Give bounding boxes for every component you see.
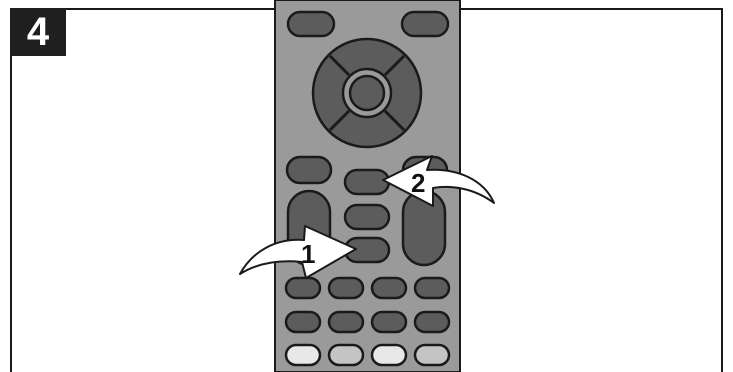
middle-center-button[interactable] — [345, 205, 389, 229]
callout-1-label: 1 — [301, 239, 315, 269]
row3-button[interactable] — [286, 345, 320, 365]
upper-center-button[interactable] — [345, 170, 389, 194]
row2-button[interactable] — [372, 312, 406, 332]
top-right-button[interactable] — [402, 12, 448, 36]
dpad-icon[interactable] — [313, 39, 421, 147]
row1-button[interactable] — [372, 278, 406, 298]
row1-button[interactable] — [415, 278, 449, 298]
row3-button[interactable] — [372, 345, 406, 365]
row1-button[interactable] — [329, 278, 363, 298]
top-left-button[interactable] — [288, 12, 334, 36]
row2-button[interactable] — [415, 312, 449, 332]
row2-button[interactable] — [286, 312, 320, 332]
callout-2-label: 2 — [411, 168, 425, 198]
row2-button[interactable] — [329, 312, 363, 332]
left-pill-button[interactable] — [287, 157, 331, 183]
row3-button[interactable] — [329, 345, 363, 365]
row1-button[interactable] — [286, 278, 320, 298]
row3-button[interactable] — [415, 345, 449, 365]
